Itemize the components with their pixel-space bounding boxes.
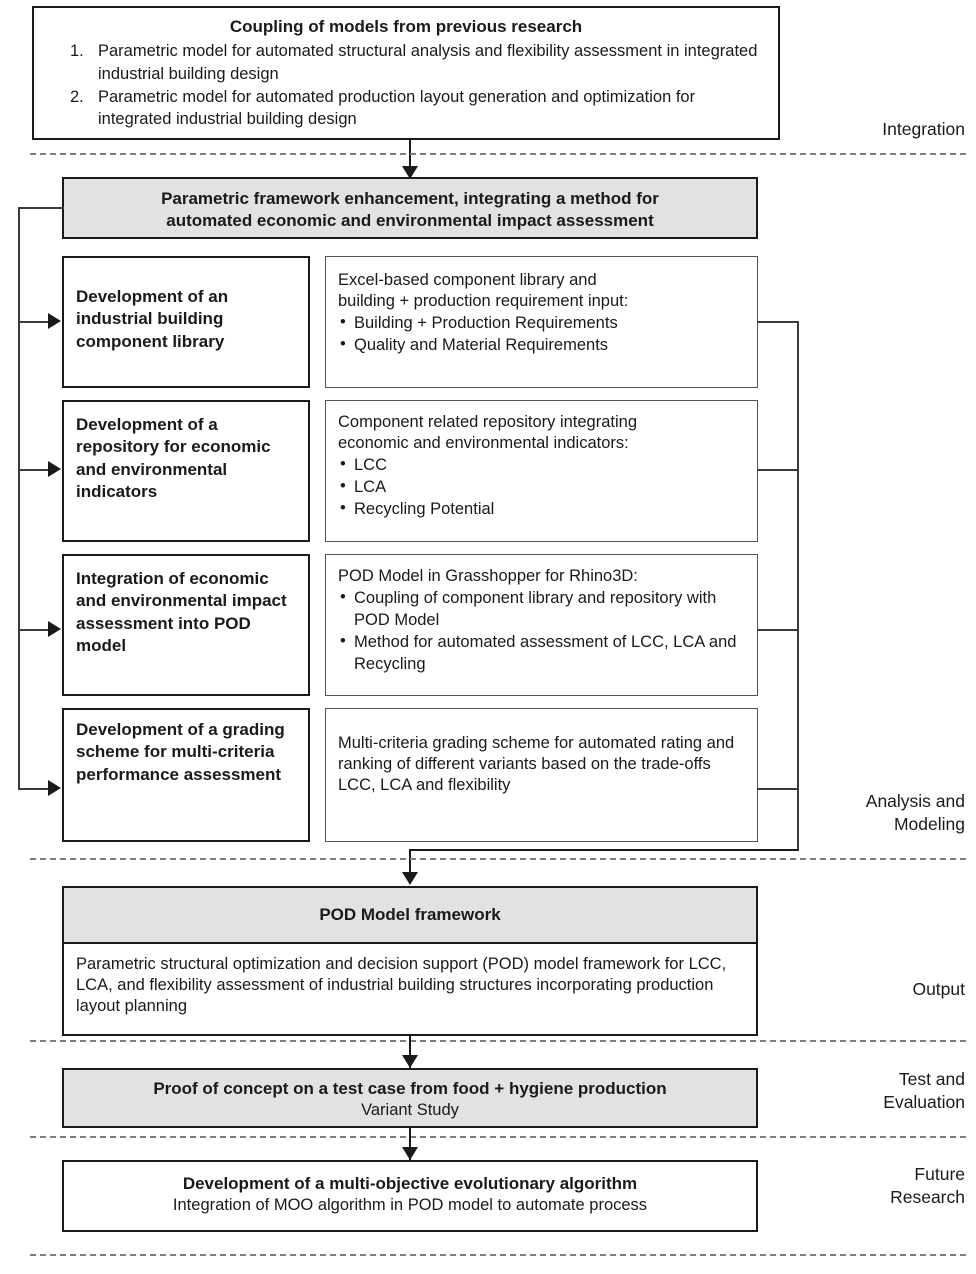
- connector-top-vertical: [409, 140, 411, 178]
- proof-line-1: Proof of concept on a test case from foo…: [153, 1079, 667, 1098]
- task-text: Development of a repository for economic…: [76, 415, 271, 502]
- connector-pod-to-proof: [409, 1036, 411, 1068]
- task-text: Integration of economic and environmenta…: [76, 569, 287, 656]
- task-text: Development of a grading scheme for mult…: [76, 720, 285, 784]
- arrow-down-to-future: [402, 1147, 418, 1160]
- section-label-future-research: Future Research: [890, 1164, 965, 1208]
- pod-header-text: POD Model framework: [319, 904, 501, 924]
- task-text: Development of an industrial building co…: [76, 287, 229, 351]
- divider-integration: [30, 153, 966, 155]
- task-box-repository: Development of a repository for economic…: [62, 400, 310, 542]
- task-box-component-library: Development of an industrial building co…: [62, 256, 310, 388]
- arrow-down-to-framework: [402, 166, 418, 179]
- framework-line-2: automated economic and environmental imp…: [166, 211, 654, 231]
- connector-branch-1: [18, 321, 58, 323]
- arrow-right-row-2: [48, 461, 61, 477]
- bullet-item: Recycling Potential: [338, 497, 745, 520]
- detail-box-repository: Component related repository integrating…: [325, 400, 758, 542]
- arrow-down-to-pod: [402, 872, 418, 885]
- coupling-of-models-box: Coupling of models from previous researc…: [32, 6, 780, 140]
- connector-down-to-pod: [409, 849, 411, 881]
- list-item-number: 1.: [70, 42, 84, 61]
- detail-intro-line-1: Component related repository integrating: [338, 413, 638, 431]
- detail-intro-line-1: Multi-criteria grading scheme for automa…: [338, 734, 735, 795]
- section-label-integration: Integration: [882, 119, 965, 139]
- list-item: 1. Parametric model for automated struct…: [46, 40, 766, 85]
- task-box-integration-pod: Integration of economic and environmenta…: [62, 554, 310, 696]
- arrow-down-to-proof: [402, 1055, 418, 1068]
- proof-line-2: Variant Study: [361, 1101, 459, 1120]
- detail-intro-line-2: building + production requirement input:: [338, 292, 629, 311]
- connector-right-stub-4: [757, 788, 799, 790]
- bullet-item: Coupling of component library and reposi…: [338, 586, 745, 631]
- connector-right-stub-1: [757, 321, 799, 323]
- future-line-2: Integration of MOO algorithm in POD mode…: [172, 1196, 648, 1215]
- divider-test-evaluation: [30, 1136, 966, 1138]
- list-item: 2. Parametric model for automated produc…: [46, 86, 766, 131]
- connector-right-stub-3: [757, 629, 799, 631]
- pod-model-framework-box: POD Model framework Parametric structura…: [62, 886, 758, 1036]
- divider-output: [30, 1040, 966, 1042]
- framework-line-1: Parametric framework enhancement, integr…: [161, 189, 659, 208]
- bullet-item: Method for automated assessment of LCC, …: [338, 630, 745, 675]
- detail-bullet-list: Coupling of component library and reposi…: [338, 586, 745, 675]
- future-line-1: Development of a multi-objective evoluti…: [182, 1174, 638, 1193]
- connector-right-trunk: [797, 321, 799, 851]
- list-item-text: Parametric model for automated productio…: [98, 87, 696, 129]
- connector-branch-2: [18, 469, 58, 471]
- connector-left-stub: [18, 207, 64, 209]
- detail-intro-line-1: Excel-based component library and: [338, 271, 597, 289]
- divider-future-research: [30, 1254, 966, 1256]
- divider-analysis-modeling: [30, 858, 966, 860]
- bullet-item: LCA: [338, 475, 745, 498]
- list-item-text: Parametric model for automated structura…: [98, 42, 758, 83]
- section-label-analysis-modeling: Analysis and Modeling: [865, 791, 965, 835]
- section-label-test-evaluation: Test and Evaluation: [883, 1069, 965, 1113]
- connector-right-stub-2: [757, 469, 799, 471]
- detail-box-component-library: Excel-based component library and buildi…: [325, 256, 758, 388]
- future-research-box: Development of a multi-objective evoluti…: [62, 1160, 758, 1232]
- connector-branch-4: [18, 788, 58, 790]
- detail-intro-line-1: POD Model in Grasshopper for Rhino3D:: [338, 567, 638, 585]
- bullet-item: LCC: [338, 453, 745, 476]
- detail-bullet-list: Building + Production Requirements Quali…: [338, 311, 745, 356]
- arrow-right-row-3: [48, 621, 61, 637]
- proof-of-concept-box: Proof of concept on a test case from foo…: [62, 1068, 758, 1128]
- section-label-output: Output: [912, 979, 965, 999]
- connector-right-to-pod: [409, 849, 799, 851]
- bullet-item: Building + Production Requirements: [338, 311, 745, 334]
- bullet-item: Quality and Material Requirements: [338, 333, 745, 356]
- arrow-right-row-1: [48, 313, 61, 329]
- detail-box-integration-pod: POD Model in Grasshopper for Rhino3D: Co…: [325, 554, 758, 696]
- task-box-grading-scheme: Development of a grading scheme for mult…: [62, 708, 310, 842]
- connector-proof-to-future: [409, 1128, 411, 1160]
- arrow-right-row-4: [48, 780, 61, 796]
- connector-branch-3: [18, 629, 58, 631]
- connector-left-trunk: [18, 207, 20, 789]
- detail-box-grading-scheme: Multi-criteria grading scheme for automa…: [325, 708, 758, 842]
- list-item-number: 2.: [70, 87, 84, 106]
- framework-enhancement-box: Parametric framework enhancement, integr…: [62, 177, 758, 239]
- coupling-list: 1. Parametric model for automated struct…: [46, 40, 766, 131]
- pod-body-text: Parametric structural optimization and d…: [76, 955, 727, 1016]
- coupling-heading: Coupling of models from previous researc…: [229, 17, 583, 36]
- detail-bullet-list: LCC LCA Recycling Potential: [338, 453, 745, 520]
- detail-intro-line-2: economic and environmental indicators:: [338, 434, 629, 453]
- pod-header: POD Model framework: [64, 888, 756, 944]
